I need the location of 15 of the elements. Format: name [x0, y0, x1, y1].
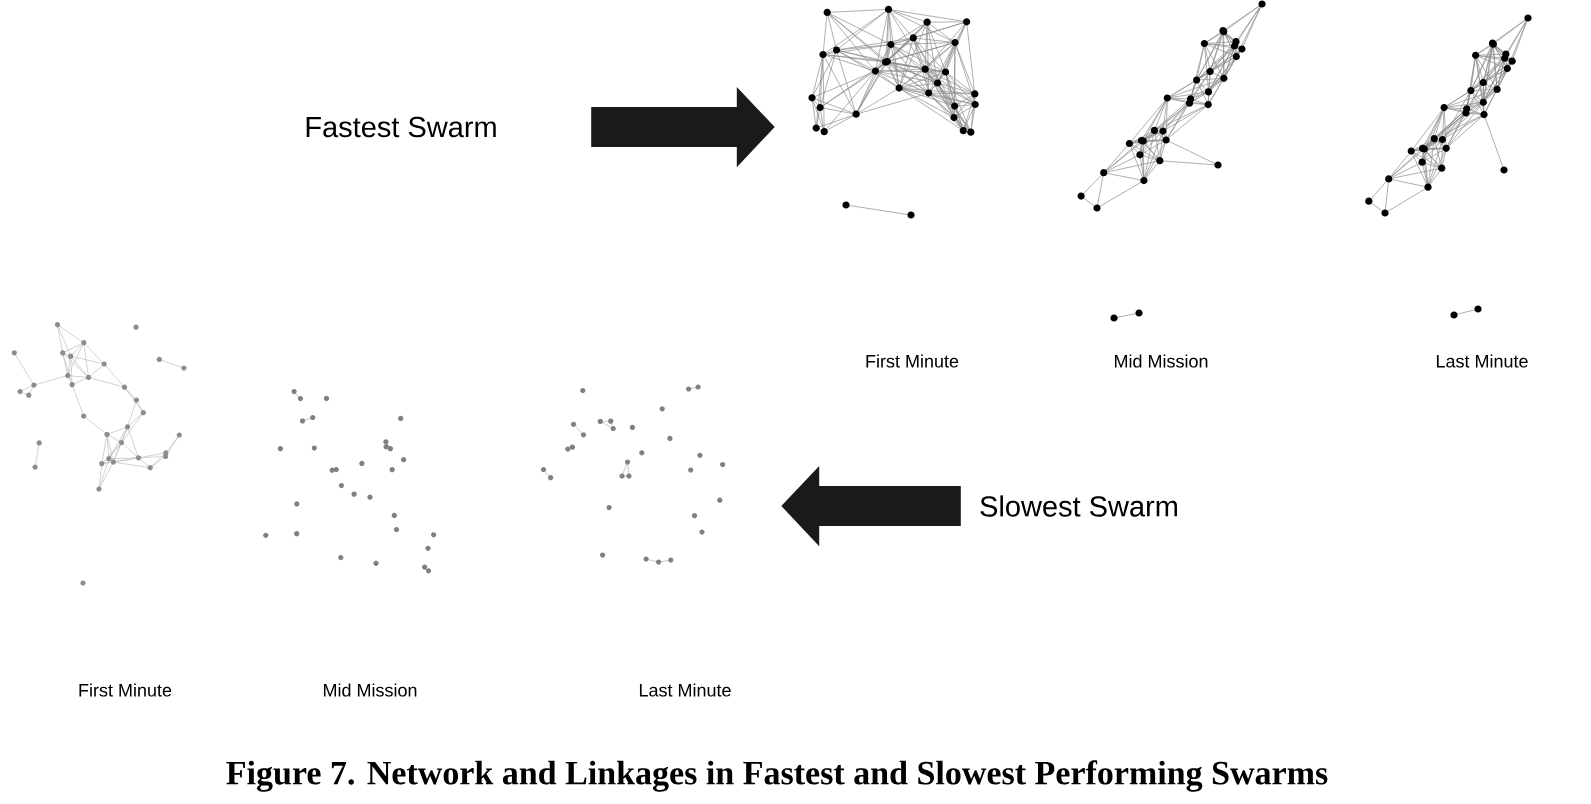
network-drawing [1365, 14, 1532, 319]
network-drawing [1077, 0, 1266, 322]
network-drawing [263, 389, 437, 574]
graph-caption: First Minute [866, 354, 959, 368]
figure-caption: Figure 7. Network and Linkages in Fastest and Slowest Performing Swarms [226, 760, 1328, 792]
graph-caption: First Minute [79, 683, 172, 697]
network-drawing [11, 322, 187, 586]
graph-caption: Mid Mission [1115, 354, 1208, 368]
swarm-label: Fastest Swarm [306, 116, 496, 138]
graph-caption: Last Minute [1436, 354, 1528, 368]
swarm-label: Slowest Swarm [980, 495, 1177, 517]
network-drawing [808, 5, 979, 219]
graph-caption: Last Minute [639, 683, 731, 697]
network-drawing [540, 384, 726, 565]
graph-caption: Mid Mission [323, 683, 417, 697]
